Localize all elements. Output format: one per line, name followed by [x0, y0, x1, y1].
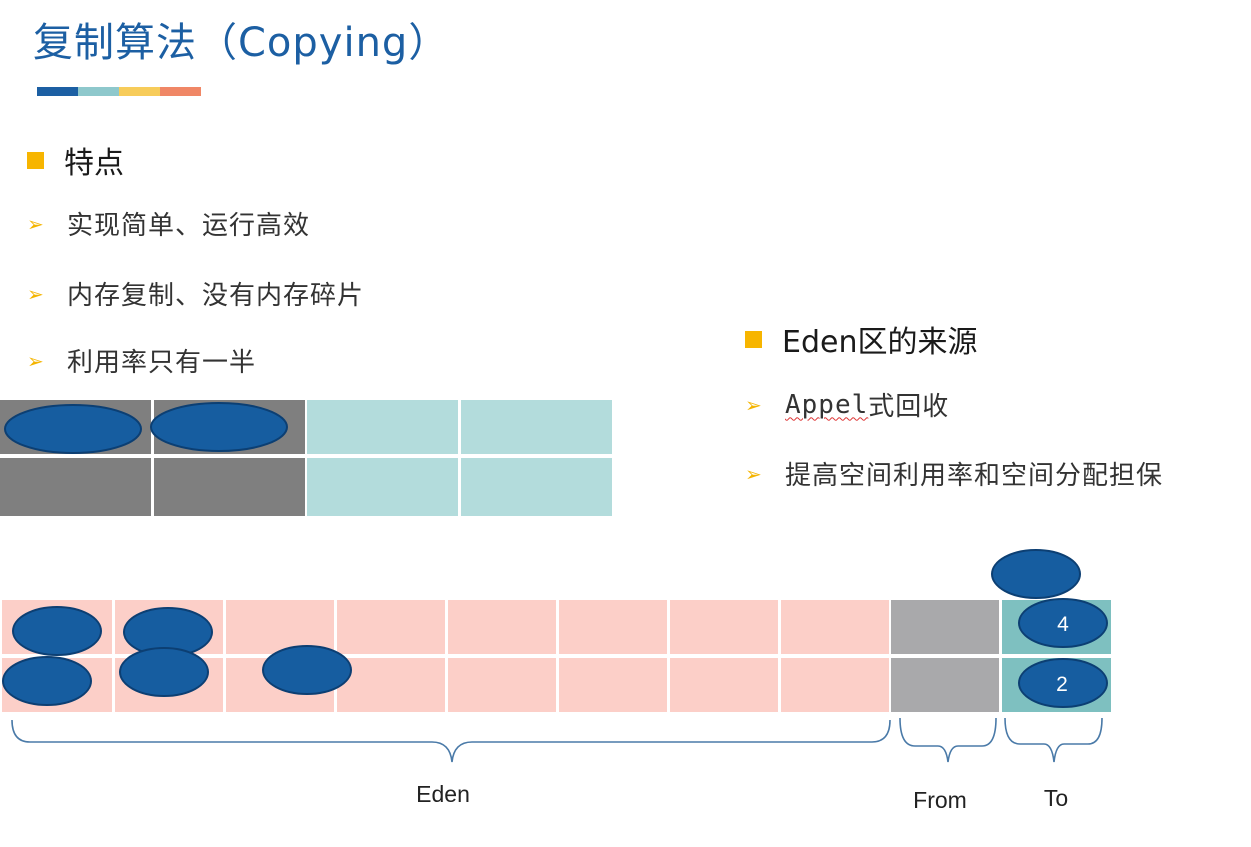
- object-ellipse: [119, 647, 209, 697]
- square-bullet-icon: [745, 330, 762, 348]
- object-count-label: 4: [1057, 613, 1069, 636]
- half-heap-diagram: [0, 400, 612, 516]
- eden-origin-section: Eden区的来源: [745, 317, 977, 361]
- object-count-label: 2: [1056, 673, 1068, 696]
- to-brace: [1004, 717, 1103, 763]
- eden-block: [781, 600, 889, 654]
- eden-block: [781, 658, 889, 712]
- eden-origin-item: ➢ 提高空间利用率和空间分配担保: [745, 455, 1163, 492]
- feature-item: ➢ 内存复制、没有内存碎片: [27, 275, 364, 312]
- generational-heap-diagram: 4 2 Eden From To: [2, 549, 1111, 813]
- features-heading-text: 特点: [64, 146, 124, 181]
- object-ellipse: [1018, 658, 1108, 708]
- arrow-bullet-icon: ➢: [27, 348, 45, 373]
- feature-item: ➢ 实现简单、运行高效: [27, 205, 310, 242]
- object-ellipse: [262, 645, 352, 695]
- features-heading: 特点: [27, 138, 124, 182]
- object-ellipse: [150, 402, 288, 452]
- eden-block: [559, 658, 667, 712]
- from-survivor-block: [891, 658, 999, 712]
- from-brace: [899, 717, 997, 763]
- feature-text: 内存复制、没有内存碎片: [67, 281, 365, 311]
- arrow-bullet-icon: ➢: [27, 211, 45, 236]
- object-ellipse: [4, 404, 142, 454]
- eden-block: [670, 600, 778, 654]
- title-accent-bar: [37, 87, 201, 96]
- eden-block: [448, 658, 556, 712]
- eden-origin-heading: Eden区的来源: [745, 317, 977, 361]
- free-block: [461, 400, 612, 454]
- from-label: From: [913, 787, 967, 813]
- object-ellipse: [2, 656, 92, 706]
- eden-origin-text: 提高空间利用率和空间分配担保: [785, 461, 1164, 491]
- used-block: [0, 458, 151, 516]
- free-block: [307, 400, 458, 454]
- accent-segment-yellow: [119, 87, 160, 96]
- eden-block: [559, 600, 667, 654]
- page-title: 复制算法（Copying）: [33, 20, 450, 66]
- eden-origin-text: 式回收: [868, 392, 950, 422]
- arrow-bullet-icon: ➢: [745, 392, 763, 417]
- free-block: [461, 458, 612, 516]
- free-block: [307, 458, 458, 516]
- appel-underlined-text: Appel: [785, 389, 869, 420]
- feature-item: ➢ 利用率只有一半: [27, 342, 256, 379]
- arrow-bullet-icon: ➢: [27, 281, 45, 306]
- feature-text: 实现简单、运行高效: [67, 211, 311, 241]
- to-label: To: [1044, 785, 1068, 811]
- eden-label: Eden: [416, 781, 470, 807]
- square-bullet-icon: [27, 151, 44, 169]
- eden-block: [448, 600, 556, 654]
- eden-brace: [11, 719, 891, 763]
- accent-segment-teal: [78, 87, 119, 96]
- feature-text: 利用率只有一半: [67, 348, 257, 378]
- object-ellipse: [1018, 598, 1108, 648]
- object-ellipse: [12, 606, 102, 656]
- eden-block: [337, 658, 445, 712]
- accent-segment-blue: [37, 87, 78, 96]
- eden-block: [226, 600, 334, 654]
- accent-segment-orange: [160, 87, 201, 96]
- features-section: 特点: [27, 138, 124, 182]
- object-ellipse: [991, 549, 1081, 599]
- eden-block: [670, 658, 778, 712]
- used-block: [154, 458, 305, 516]
- arrow-bullet-icon: ➢: [745, 461, 763, 486]
- eden-block: [337, 600, 445, 654]
- eden-origin-heading-text: Eden区的来源: [782, 325, 978, 360]
- from-survivor-block: [891, 600, 999, 654]
